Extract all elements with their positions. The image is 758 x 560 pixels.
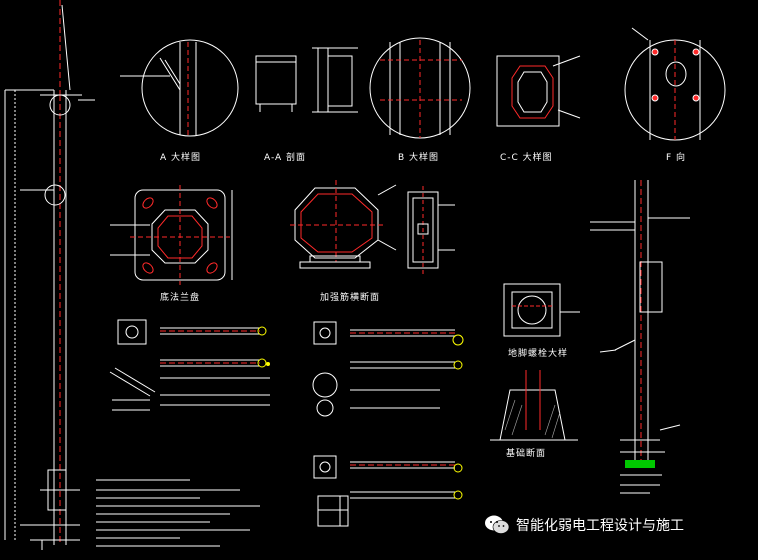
notes-block [96, 479, 260, 547]
wechat-icon [485, 515, 510, 534]
arm-detail-2 [312, 321, 464, 417]
pole-elevation [4, 0, 95, 550]
label-detail-a: A 大样图 [160, 153, 202, 163]
label-octagon-section: 加强筋横断面 [320, 293, 381, 303]
detail-a-circle [120, 39, 239, 137]
foundation-plan [503, 283, 580, 337]
arm-detail-3 [313, 455, 463, 527]
watermark: 智能化弱电工程设计与施工 [484, 514, 684, 536]
label-view-f: F 向 [666, 153, 687, 163]
label-detail-b: B 大样图 [398, 153, 440, 163]
section-cc [496, 55, 581, 127]
label-foundation: 基础断面 [506, 449, 547, 459]
detail-b-circle [369, 37, 471, 139]
flange-plan [110, 185, 233, 285]
yellow-marker [266, 362, 270, 366]
label-section-cc: C-C 大样图 [500, 153, 553, 163]
section-aa [255, 47, 358, 113]
foundation-section [490, 370, 578, 441]
arm-detail-1 [109, 319, 270, 411]
view-f-circle [624, 27, 726, 141]
label-section-aa: A-A 剖面 [264, 153, 307, 163]
watermark-text: 智能化弱电工程设计与施工 [516, 518, 684, 534]
label-foundation-small: 地脚螺栓大样 [508, 349, 569, 359]
door-bracket [407, 186, 455, 274]
pole-arm-elevation [590, 180, 690, 494]
octagon-section [290, 180, 397, 269]
pole-base-green [625, 460, 655, 468]
label-flange-plan: 底法兰盘 [160, 293, 201, 303]
